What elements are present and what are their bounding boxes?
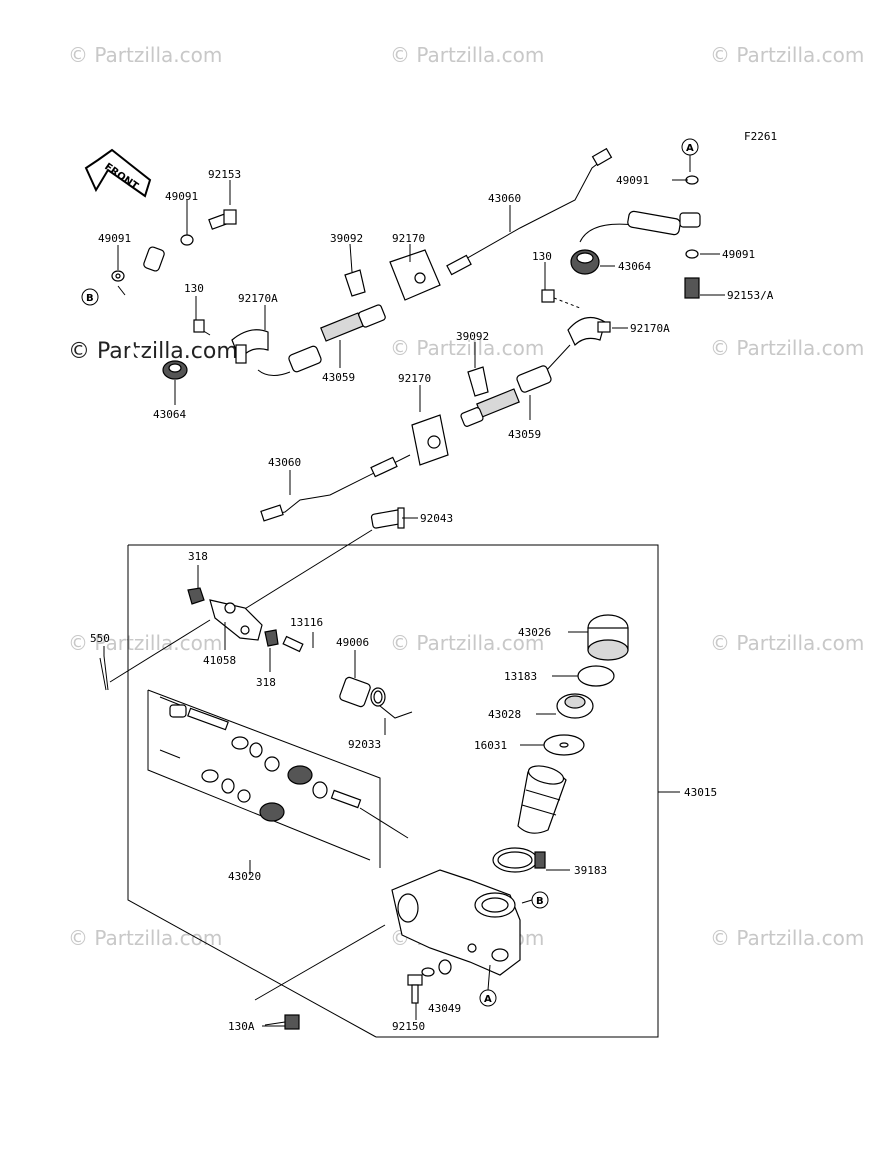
label-130: 130 xyxy=(532,250,552,263)
label-43028: 43028 xyxy=(488,708,521,721)
callout-b-left: B xyxy=(81,288,99,306)
pin-92043 xyxy=(234,507,405,616)
clamp-39183 xyxy=(492,847,546,873)
label-43060: 43060 xyxy=(268,456,301,469)
hose-right xyxy=(541,175,701,309)
watermark: © Partzilla.com xyxy=(68,631,222,655)
label-43059: 43059 xyxy=(322,371,355,384)
washer-43049 xyxy=(438,959,452,975)
washer-16031 xyxy=(543,734,585,756)
label-41058: 41058 xyxy=(203,654,236,667)
label-92150: 92150 xyxy=(392,1020,425,1033)
hose-left xyxy=(111,209,237,380)
label-13183: 13183 xyxy=(504,670,537,683)
clip-39092-left xyxy=(344,269,366,297)
label-130: 130 xyxy=(184,282,204,295)
cable-43060-lower xyxy=(260,454,411,522)
label-318: 318 xyxy=(188,550,208,563)
label-92170a: 92170A xyxy=(630,322,670,335)
label-43026: 43026 xyxy=(518,626,551,639)
callout-a-top: A xyxy=(681,138,699,156)
label-92033: 92033 xyxy=(348,738,381,751)
leader-lines xyxy=(103,155,725,1027)
label-49091: 49091 xyxy=(165,190,198,203)
label-49006: 49006 xyxy=(336,636,369,649)
watermark: © Partzilla.com xyxy=(390,631,544,655)
label-49091: 49091 xyxy=(616,174,649,187)
watermark: © Partzilla.com xyxy=(68,926,222,950)
reservoir-tank xyxy=(517,765,567,834)
callout-a-top-text: A xyxy=(686,143,694,154)
cable-middle xyxy=(411,365,552,466)
bracket-92170-left xyxy=(389,249,441,301)
ring-92033 xyxy=(370,687,413,719)
label-92153: 92153 xyxy=(208,168,241,181)
label-43064: 43064 xyxy=(618,260,651,273)
callout-a-bottom-text: A xyxy=(484,994,492,1005)
callout-b-right: B xyxy=(531,891,549,909)
watermark: © Partzilla.com xyxy=(68,43,222,67)
callout-b-left-text: B xyxy=(86,293,94,304)
watermark: © Partzilla.com xyxy=(390,336,544,360)
front-arrow-icon: FRONT xyxy=(84,148,152,198)
callout-a-bottom: A xyxy=(479,989,497,1007)
joint-41058 xyxy=(109,587,279,683)
cotter-pin-550 xyxy=(99,655,109,691)
bracket-92170a-right xyxy=(544,316,611,373)
label-43015: 43015 xyxy=(684,786,717,799)
label-49091: 49091 xyxy=(722,248,755,261)
label-43049: 43049 xyxy=(428,1002,461,1015)
watermark: © Partzilla.com xyxy=(710,43,864,67)
label-92170: 92170 xyxy=(392,232,425,245)
bolt-92150 xyxy=(407,967,435,1004)
label-39092: 39092 xyxy=(330,232,363,245)
cable-end-43059-left xyxy=(288,304,386,373)
label-43059: 43059 xyxy=(508,428,541,441)
label-130a: 130A xyxy=(228,1020,255,1033)
reservoir-cap-43026 xyxy=(587,614,629,661)
master-cylinder-body xyxy=(254,869,521,1001)
cable-43060-upper xyxy=(446,147,613,276)
part-labels: 92153 49091 49091 43064 130 92170A 39092… xyxy=(90,168,774,1033)
watermark: © Partzilla.com xyxy=(710,631,864,655)
label-318: 318 xyxy=(256,676,276,689)
watermark-dark: © Partzilla.com xyxy=(68,339,238,364)
figure-code: F2261 xyxy=(744,130,777,143)
piston-kit-43020 xyxy=(147,689,409,868)
bracket-92170a-left xyxy=(231,329,291,376)
diaphragm-43028 xyxy=(556,693,594,719)
plate-13183 xyxy=(577,665,615,687)
boot-49006 xyxy=(339,676,371,708)
label-92170: 92170 xyxy=(398,372,431,385)
label-92153a: 92153/A xyxy=(727,289,774,302)
push-rod-13116 xyxy=(282,635,346,676)
bolt-130a xyxy=(264,1014,300,1030)
watermark: © Partzilla.com xyxy=(710,336,864,360)
label-550: 550 xyxy=(90,632,110,645)
label-39183: 39183 xyxy=(574,864,607,877)
callout-b-right-text: B xyxy=(536,896,544,907)
label-49091: 49091 xyxy=(98,232,131,245)
watermark: © Partzilla.com xyxy=(710,926,864,950)
assembly-frame xyxy=(127,544,659,1038)
label-92170a: 92170A xyxy=(238,292,278,305)
label-43060: 43060 xyxy=(488,192,521,205)
label-43064: 43064 xyxy=(153,408,186,421)
label-43020: 43020 xyxy=(228,870,261,883)
label-13116: 13116 xyxy=(290,616,323,629)
label-39092: 39092 xyxy=(456,330,489,343)
watermarks: © Partzilla.com © Partzilla.com © Partzi… xyxy=(68,43,864,950)
label-92043: 92043 xyxy=(420,512,453,525)
watermark: © Partzilla.com xyxy=(390,43,544,67)
label-16031: 16031 xyxy=(474,739,507,752)
